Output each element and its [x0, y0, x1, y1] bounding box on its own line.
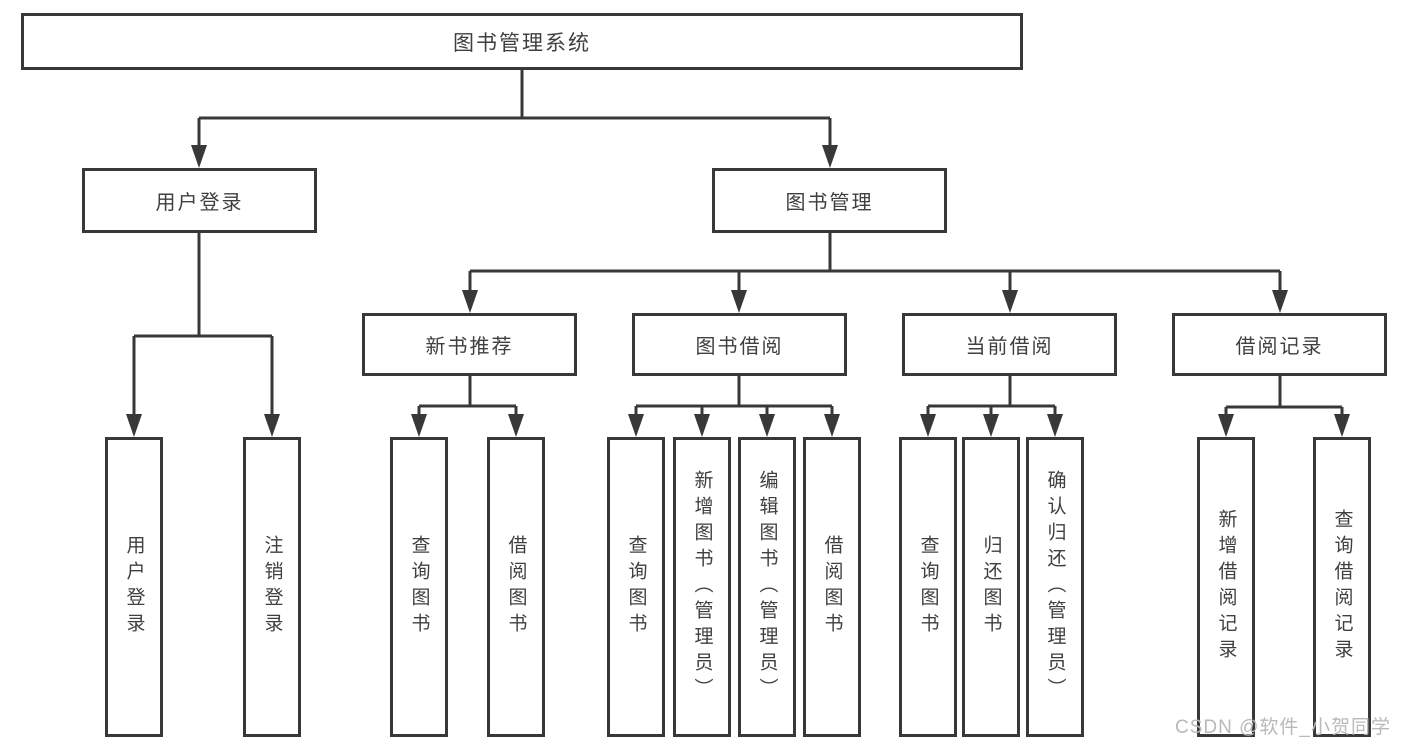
node-label: 图书管理系统	[453, 31, 591, 55]
node-library-management-system: 图书管理系统	[21, 13, 1023, 70]
leaf-add-borrow-record: 新增借阅记录	[1197, 437, 1255, 737]
node-book-management: 图书管理	[712, 168, 947, 233]
leaf-borrow-books-recommend: 借阅图书	[487, 437, 545, 737]
leaf-return-books: 归还图书	[962, 437, 1020, 737]
leaf-add-book-admin: 新增图书（管理员）	[673, 437, 731, 737]
node-label: 当前借阅	[965, 336, 1054, 358]
node-current-borrowing: 当前借阅	[902, 313, 1117, 376]
leaf-label: 借阅图书	[505, 535, 527, 639]
node-label: 借阅记录	[1235, 336, 1324, 358]
node-label: 图书借阅	[695, 336, 784, 358]
leaf-label: 归还图书	[980, 535, 1002, 639]
node-label: 新书推荐	[425, 336, 514, 358]
arrowheads	[126, 145, 1350, 437]
csdn-watermark: CSDN @软件_小贺同学	[1175, 717, 1391, 738]
leaf-query-borrow-record: 查询借阅记录	[1313, 437, 1371, 737]
leaf-label: 查询图书	[625, 535, 647, 639]
leaf-query-books-borrowing: 查询图书	[607, 437, 665, 737]
node-user-login: 用户登录	[82, 168, 317, 233]
leaf-label: 查询借阅记录	[1331, 509, 1353, 665]
node-label: 图书管理	[785, 192, 874, 214]
node-new-book-recommendation: 新书推荐	[362, 313, 577, 376]
leaf-label: 用户登录	[123, 535, 145, 639]
node-label: 用户登录	[155, 192, 244, 214]
node-borrowing-records: 借阅记录	[1172, 313, 1387, 376]
leaf-label: 注销登录	[261, 535, 283, 639]
leaf-confirm-return-admin: 确认归还（管理员）	[1026, 437, 1084, 737]
leaf-label: 新增图书（管理员）	[691, 470, 713, 704]
leaf-label: 确认归还（管理员）	[1044, 470, 1066, 704]
leaf-label: 查询图书	[917, 535, 939, 639]
leaf-user-login: 用户登录	[105, 437, 163, 737]
leaf-query-books-current: 查询图书	[899, 437, 957, 737]
node-book-borrowing: 图书借阅	[632, 313, 847, 376]
leaf-logout: 注销登录	[243, 437, 301, 737]
leaf-label: 借阅图书	[821, 535, 843, 639]
leaf-label: 查询图书	[408, 535, 430, 639]
leaf-borrow-books-borrowing: 借阅图书	[803, 437, 861, 737]
leaf-label: 编辑图书（管理员）	[756, 470, 778, 704]
leaf-label: 新增借阅记录	[1215, 509, 1237, 665]
leaf-edit-book-admin: 编辑图书（管理员）	[738, 437, 796, 737]
leaf-query-books-recommend: 查询图书	[390, 437, 448, 737]
